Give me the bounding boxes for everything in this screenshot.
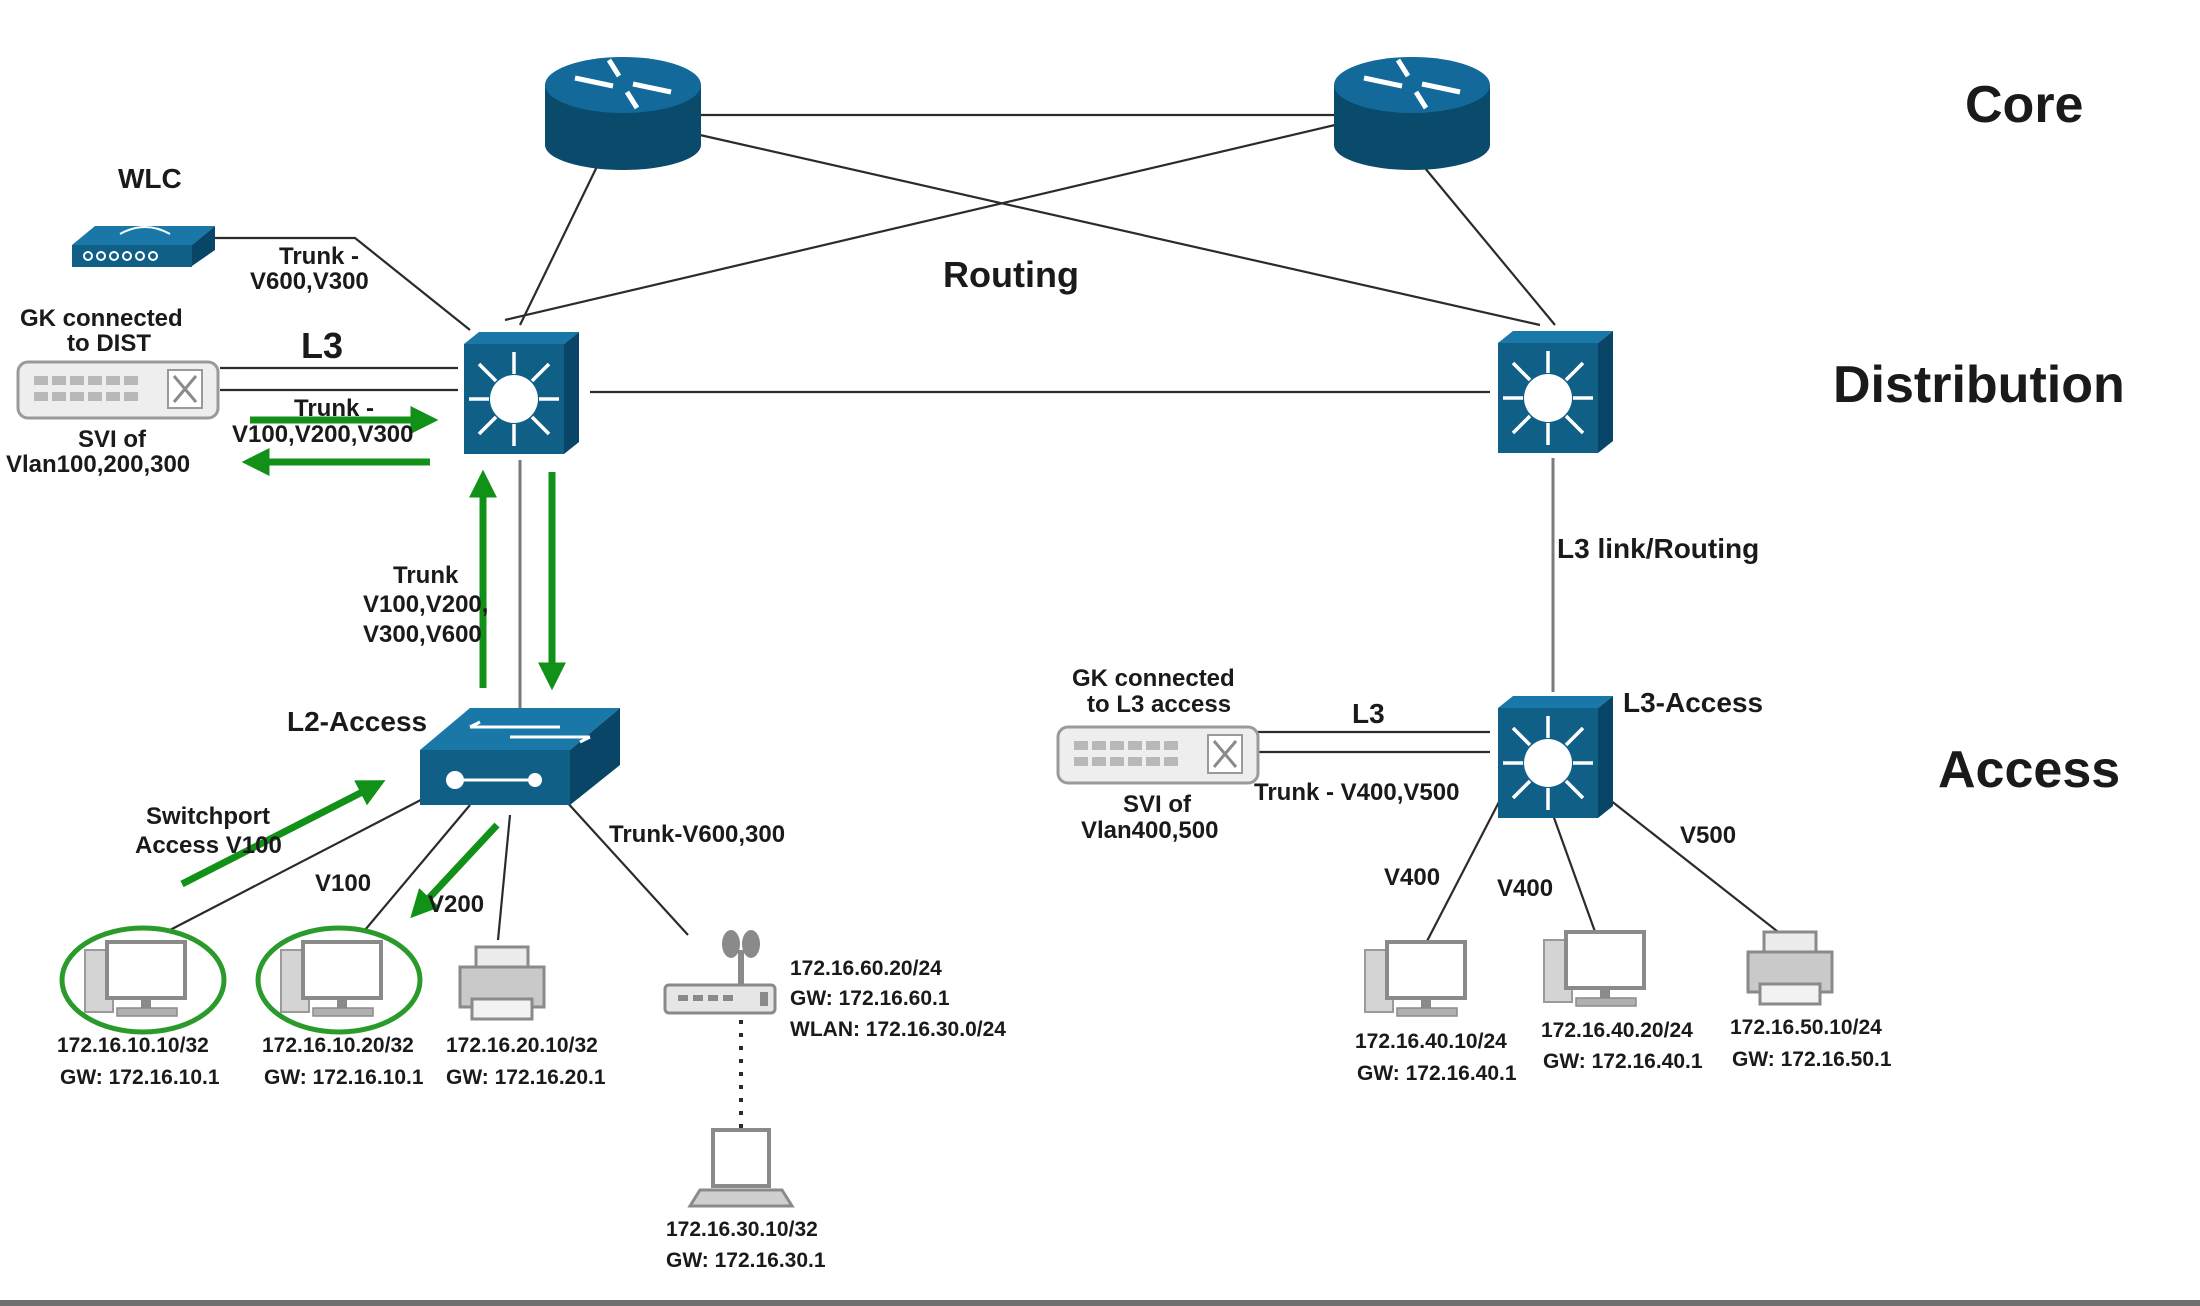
label-svi-left-2: Vlan100,200,300	[6, 451, 190, 478]
label-trunk-dist-1: Trunk -	[294, 395, 374, 422]
link-l3-pc4	[1551, 814, 1600, 941]
gk-dist-device	[16, 360, 220, 420]
core-router-1	[545, 57, 701, 170]
label-svi-right-2: Vlan400,500	[1081, 817, 1218, 844]
bottom-divider	[0, 1300, 2200, 1306]
label-wlc: WLC	[118, 163, 182, 194]
ap-gw: GW: 172.16.60.1	[790, 987, 950, 1010]
label-gk-dist-2: to DIST	[67, 330, 151, 357]
pc-3	[1363, 940, 1467, 1018]
label-v400-a: V400	[1384, 864, 1440, 891]
pc1-gw: GW: 172.16.10.1	[60, 1066, 220, 1089]
links	[169, 113, 1783, 1135]
pc-2	[279, 940, 383, 1018]
label-v500: V500	[1680, 822, 1736, 849]
highlight-ring-pc1	[59, 925, 227, 1035]
link-l2-pc1	[169, 789, 441, 931]
label-trunk-vertical-3: V300,V600	[363, 621, 482, 648]
link-l2-ap	[564, 799, 689, 936]
label-l3-access: L3-Access	[1623, 687, 1763, 718]
pc3-ip: 172.16.40.10/24	[1355, 1030, 1507, 1053]
label-gk-dist-1: GK connected	[20, 305, 183, 332]
l2-access-switch	[420, 708, 620, 805]
label-trunk-dist-2: V100,V200,V300	[232, 421, 414, 448]
laptop-gw: GW: 172.16.30.1	[666, 1249, 826, 1272]
label-trunk-right: Trunk - V400,V500	[1254, 779, 1459, 806]
label-trunk-v600: Trunk-V600,300	[609, 821, 785, 848]
pc4-gw: GW: 172.16.40.1	[1543, 1050, 1703, 1073]
core-router-2	[1334, 57, 1490, 170]
highlight-ring-pc2	[255, 925, 423, 1035]
label-l2-access: L2-Access	[287, 706, 427, 737]
label-trunk-vertical-2: V100,V200,	[363, 591, 488, 618]
printer-1	[458, 945, 546, 1021]
pc-4	[1542, 930, 1646, 1008]
distribution-switch-2	[1496, 329, 1615, 455]
printer2-gw: GW: 172.16.50.1	[1732, 1048, 1892, 1071]
l3-access-switch	[1496, 694, 1615, 820]
label-v100: V100	[315, 870, 371, 897]
pc4-ip: 172.16.40.20/24	[1541, 1019, 1693, 1042]
label-gk-l3-1: GK connected	[1072, 665, 1235, 692]
link-core2-dist2	[1409, 149, 1556, 326]
printer2-ip: 172.16.50.10/24	[1730, 1016, 1882, 1039]
label-l3-right: L3	[1352, 698, 1385, 729]
label-svi-right-1: SVI of	[1123, 791, 1192, 818]
link-wlc-dist1	[215, 236, 471, 331]
printer-2	[1746, 930, 1834, 1006]
flow-arrow-pc2-out	[410, 822, 500, 919]
distribution-switch-1	[462, 330, 581, 456]
link-l3-pc3	[1424, 799, 1501, 946]
link-core2-dist1	[504, 123, 1336, 322]
tier-distribution: Distribution	[1833, 356, 2125, 414]
link-core1-dist2	[699, 133, 1541, 327]
ap-wlan: WLAN: 172.16.30.0/24	[790, 1018, 1006, 1041]
traffic-flow-arrows	[180, 406, 566, 919]
label-gk-l3-2: to L3 access	[1087, 691, 1231, 718]
link-l2-printer	[496, 814, 512, 941]
flow-arrow-pc1-in	[180, 780, 386, 888]
printer1-gw: GW: 172.16.20.1	[446, 1066, 606, 1089]
link-l2-pc2	[364, 804, 471, 931]
gk-l3-access-device	[1056, 725, 1260, 785]
ap-ip: 172.16.60.20/24	[790, 957, 942, 980]
pc2-ip: 172.16.10.20/32	[262, 1034, 414, 1057]
tier-core: Core	[1965, 76, 2083, 134]
pc1-ip: 172.16.10.10/32	[57, 1034, 209, 1057]
label-routing: Routing	[943, 254, 1079, 295]
wireless-ap	[663, 930, 777, 1015]
pc2-gw: GW: 172.16.10.1	[264, 1066, 424, 1089]
label-l3-link: L3 link/Routing	[1557, 533, 1759, 564]
label-l3-left: L3	[301, 325, 343, 366]
laptop	[687, 1128, 795, 1208]
label-wlc-trunk-1: Trunk -	[279, 243, 359, 270]
label-trunk-vertical-1: Trunk	[393, 562, 459, 589]
label-svi-left-1: SVI of	[78, 426, 147, 453]
wlc-device	[72, 226, 215, 267]
link-core1-dist1	[519, 149, 606, 326]
laptop-ip: 172.16.30.10/32	[666, 1218, 818, 1241]
label-switchport-1: Switchport	[146, 803, 270, 830]
label-v400-b: V400	[1497, 875, 1553, 902]
label-wlc-trunk-2: V600,V300	[250, 268, 369, 295]
pc-1	[83, 940, 187, 1018]
tier-access: Access	[1938, 741, 2120, 799]
pc3-gw: GW: 172.16.40.1	[1357, 1062, 1517, 1085]
link-l3-printer	[1609, 799, 1783, 936]
label-v200: V200	[428, 891, 484, 918]
printer1-ip: 172.16.20.10/32	[446, 1034, 598, 1057]
label-switchport-2: Access V100	[135, 832, 282, 859]
